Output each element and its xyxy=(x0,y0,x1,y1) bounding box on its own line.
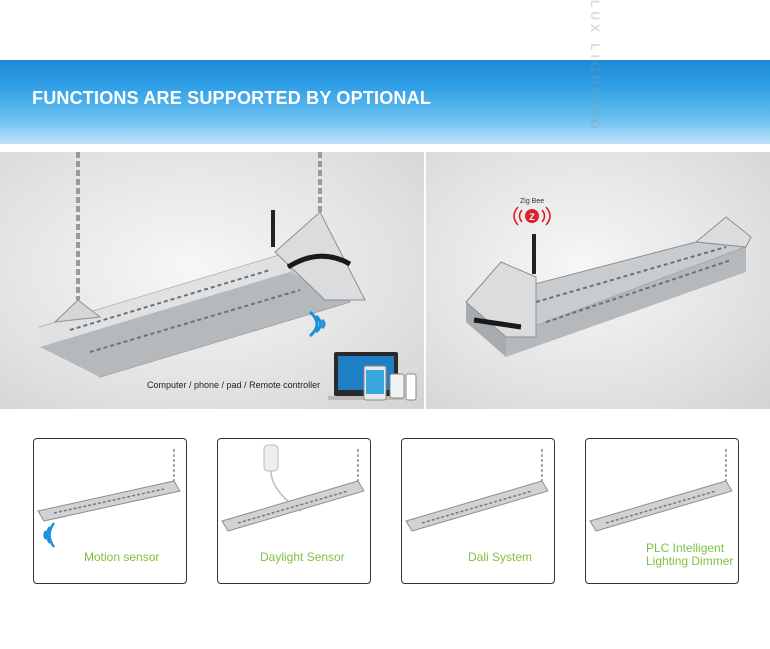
card-label-line1: PLC Intelligent xyxy=(646,541,725,555)
fixture-thumbnail xyxy=(37,449,181,548)
card-plc-dimmer: PLC Intelligent Lighting Dimmer xyxy=(585,438,739,584)
remote-control-panel: Computer / phone / pad / Remote controll… xyxy=(0,152,424,409)
fixture-thumbnail xyxy=(405,449,549,532)
high-bay-light-illustration xyxy=(38,152,417,401)
card-motion-sensor: Motion sensor xyxy=(33,438,187,584)
zigbee-panel: Z Zig Bee xyxy=(426,152,770,409)
remote-caption: Computer / phone / pad / Remote controll… xyxy=(147,380,321,390)
card-label: Daylight Sensor xyxy=(260,550,345,564)
fixture-thumbnail xyxy=(221,444,365,532)
card-daylight-sensor: Daylight Sensor xyxy=(217,438,371,584)
zigbee-light-illustration: Z xyxy=(464,206,752,357)
header-banner: FUNCTIONS ARE SUPPORTED BY OPTIONAL xyxy=(0,60,770,144)
card-label: Motion sensor xyxy=(84,550,160,564)
card-label: Dali System xyxy=(468,550,533,564)
fixture-thumbnail xyxy=(589,449,733,532)
banner-title: FUNCTIONS ARE SUPPORTED BY OPTIONAL xyxy=(32,88,432,108)
card-label-line2: Lighting Dimmer xyxy=(646,554,734,568)
motion-signal-icon xyxy=(43,522,56,548)
zigbee-icon: Z xyxy=(513,206,551,226)
card-dali-system: Dali System xyxy=(401,438,555,584)
watermark-text: LUX LIGHTING xyxy=(588,0,602,133)
devices-image xyxy=(328,352,417,401)
zigbee-label: Zig Bee xyxy=(520,198,545,205)
wireless-signal-icon xyxy=(308,310,326,338)
svg-text:Z: Z xyxy=(529,212,535,222)
